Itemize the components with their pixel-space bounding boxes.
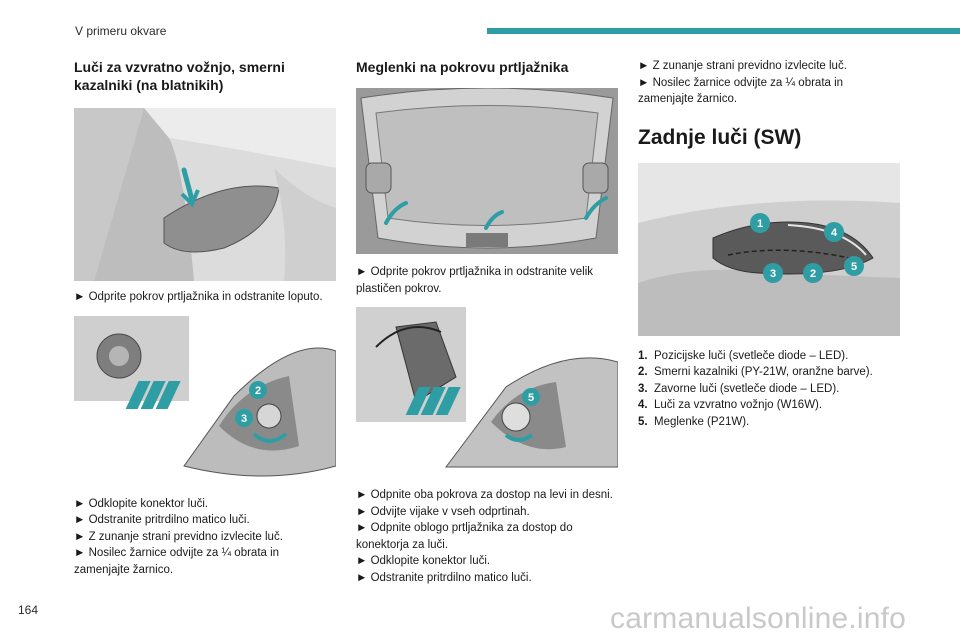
step-disconnect-fog-connector: ► Odklopite konektor luči. xyxy=(356,555,491,567)
watermark: carmanualsonline.info xyxy=(610,602,907,635)
legend-item: 5.Meglenke (P21W). xyxy=(638,415,750,428)
section-heading-reversing: Luči za vzvratno vožnjo, smerni kazalnik… xyxy=(74,59,285,93)
step-unscrew-screws: ► Odvijte vijake v vseh odprtinah. xyxy=(356,505,530,518)
legend-item: 2.Smerni kazalniki (PY-21W, oranžne barv… xyxy=(638,366,873,378)
callout-3: 3 xyxy=(241,413,247,425)
running-header: V primeru okvare xyxy=(75,24,167,38)
step-disconnect-connector: ► Odklopite konektor luči. xyxy=(74,497,209,510)
section-heading-rear-lamps: Zadnje luči (SW) xyxy=(638,125,802,149)
step-open-boot: ► Odprite pokrov prtljažnika in odstrani… xyxy=(74,291,323,303)
header-accent-bar xyxy=(487,28,960,34)
legend-item: 1.Pozicijske luči (svetleče diode – LED)… xyxy=(638,349,849,362)
step-pull-out-lamp: ► Z zunanje strani previdno izvlecite lu… xyxy=(74,530,283,543)
step-replace-fog-bulb: ► Nosilec žarnice odvijte za ¼ obrata in… xyxy=(638,76,844,106)
section-heading-fog: Meglenki na pokrovu prtljažnika xyxy=(356,59,569,75)
figure-rear-lamp-cluster: 1 2 3 4 5 xyxy=(638,162,900,336)
step-remove-fog-nut: ► Odstranite pritrdilno matico luči. xyxy=(356,571,532,584)
legend-item: 3.Zavorne luči (svetleče diode – LED). xyxy=(638,382,840,395)
step-unclip-covers: ► Odpnite oba pokrova za dostop na levi … xyxy=(356,489,613,501)
step-pull-out-fog-lamp: ► Z zunanje strani previdno izvlecite lu… xyxy=(638,60,847,72)
callout-4: 4 xyxy=(831,227,838,239)
callout-3-rear: 3 xyxy=(770,268,776,280)
figure-boot-side-panel xyxy=(74,108,336,281)
step-remove-nut: ► Odstranite pritrdilno matico luči. xyxy=(74,514,250,526)
figure-rear-lamp-removal: 2 3 xyxy=(74,315,336,486)
figure-fog-lamp-removal: 5 xyxy=(356,307,618,477)
figure-boot-lid-inner xyxy=(356,88,618,254)
column-rear-lamps-sw: ► Z zunanje strani previdno izvlecite lu… xyxy=(638,58,900,430)
callout-5-rear: 5 xyxy=(851,261,857,273)
legend-item: 4.Luči za vzvratno vožnjo (W16W). xyxy=(638,399,823,411)
callout-2: 2 xyxy=(255,385,261,397)
step-remove-plastic-cover: ► Odprite pokrov prtljažnika in odstrani… xyxy=(356,266,594,295)
rear-lamps-legend: 1.Pozicijske luči (svetleče diode – LED)… xyxy=(638,348,900,431)
callout-1: 1 xyxy=(757,218,763,230)
step-replace-bulb: ► Nosilec žarnice odvijte za ¼ obrata in… xyxy=(74,547,280,576)
callout-2-rear: 2 xyxy=(810,268,816,280)
step-unclip-trim: ► Odpnite oblogo prtljažnika za dostop d… xyxy=(356,522,573,551)
column-reversing-lamps: Luči za vzvratno vožnjo, smerni kazalnik… xyxy=(74,58,336,578)
callout-5: 5 xyxy=(528,392,534,404)
column-fog-lamps: Meglenki na pokrovu prtljažnika ► Odprit… xyxy=(356,58,618,586)
page-number: 164 xyxy=(18,603,39,617)
